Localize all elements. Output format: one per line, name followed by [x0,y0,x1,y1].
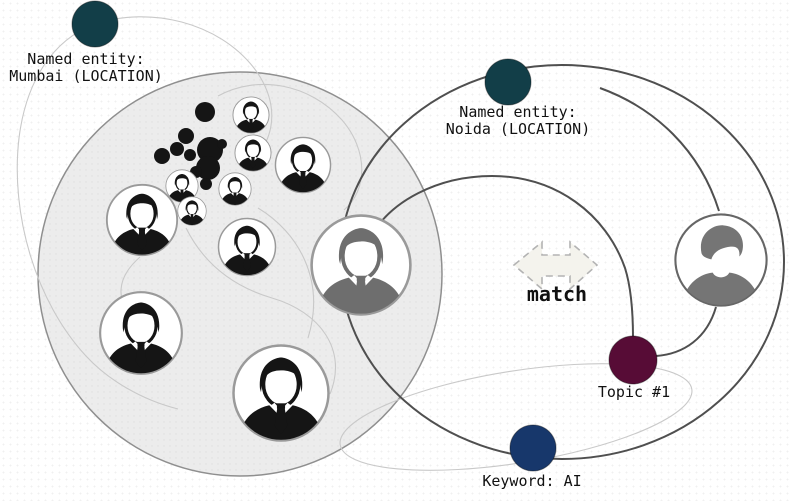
businessman-icon [178,197,207,226]
edge-mumbai-sweep [16,23,179,410]
businessman-icon [235,135,271,171]
keyword-node [509,424,557,472]
double-arrow-icon [512,240,599,291]
businessman-icon [275,137,330,192]
cluster-dot [170,142,184,156]
edge-mumbai-cluster [94,16,273,143]
cluster-dot [184,149,196,161]
businessman-icon [100,292,182,374]
edge-cluster-internal-2 [185,227,336,395]
noida-label: Named entity: Noida (LOCATION) [446,104,591,138]
edge-cluster-internal-4 [217,83,363,211]
mini-cluster-dots [154,102,227,190]
businessman-icon [219,219,276,276]
topic-label: Topic #1 [597,383,671,401]
cluster-dot [195,102,215,122]
edge-cluster-internal-3 [257,207,315,339]
mumbai-label: Named entity: Mumbai (LOCATION) [9,51,163,85]
businessman-icon [219,173,251,205]
mumbai-label-line1: Named entity: [27,50,145,68]
topic-node [608,335,658,385]
profile-person-icon [675,214,766,305]
keyword-label: Keyword: AI [482,472,582,490]
cluster-dot [200,178,212,190]
businessman-icon [234,346,329,441]
edge-profile-topic [655,306,717,357]
match-label: match [526,282,588,306]
edge-candidate-topic [367,174,634,339]
cluster-dot [197,137,223,163]
cluster-dot [154,148,170,164]
edge-noida-profile [599,87,720,212]
cluster-dot [217,139,227,149]
mumbai-label-line2: Mumbai (LOCATION) [9,67,163,85]
matched-businessman-icon [312,216,411,315]
mumbai-entity-node [71,0,119,48]
businessman-icon [107,185,177,255]
noida-entity-node [484,58,532,106]
cluster-dot [178,128,194,144]
businessman-icon [233,97,269,133]
noida-label-line1: Named entity: [459,103,577,121]
dark-edges [339,64,785,460]
cluster-dot [196,156,220,180]
noida-label-line2: Noida (LOCATION) [445,120,591,138]
